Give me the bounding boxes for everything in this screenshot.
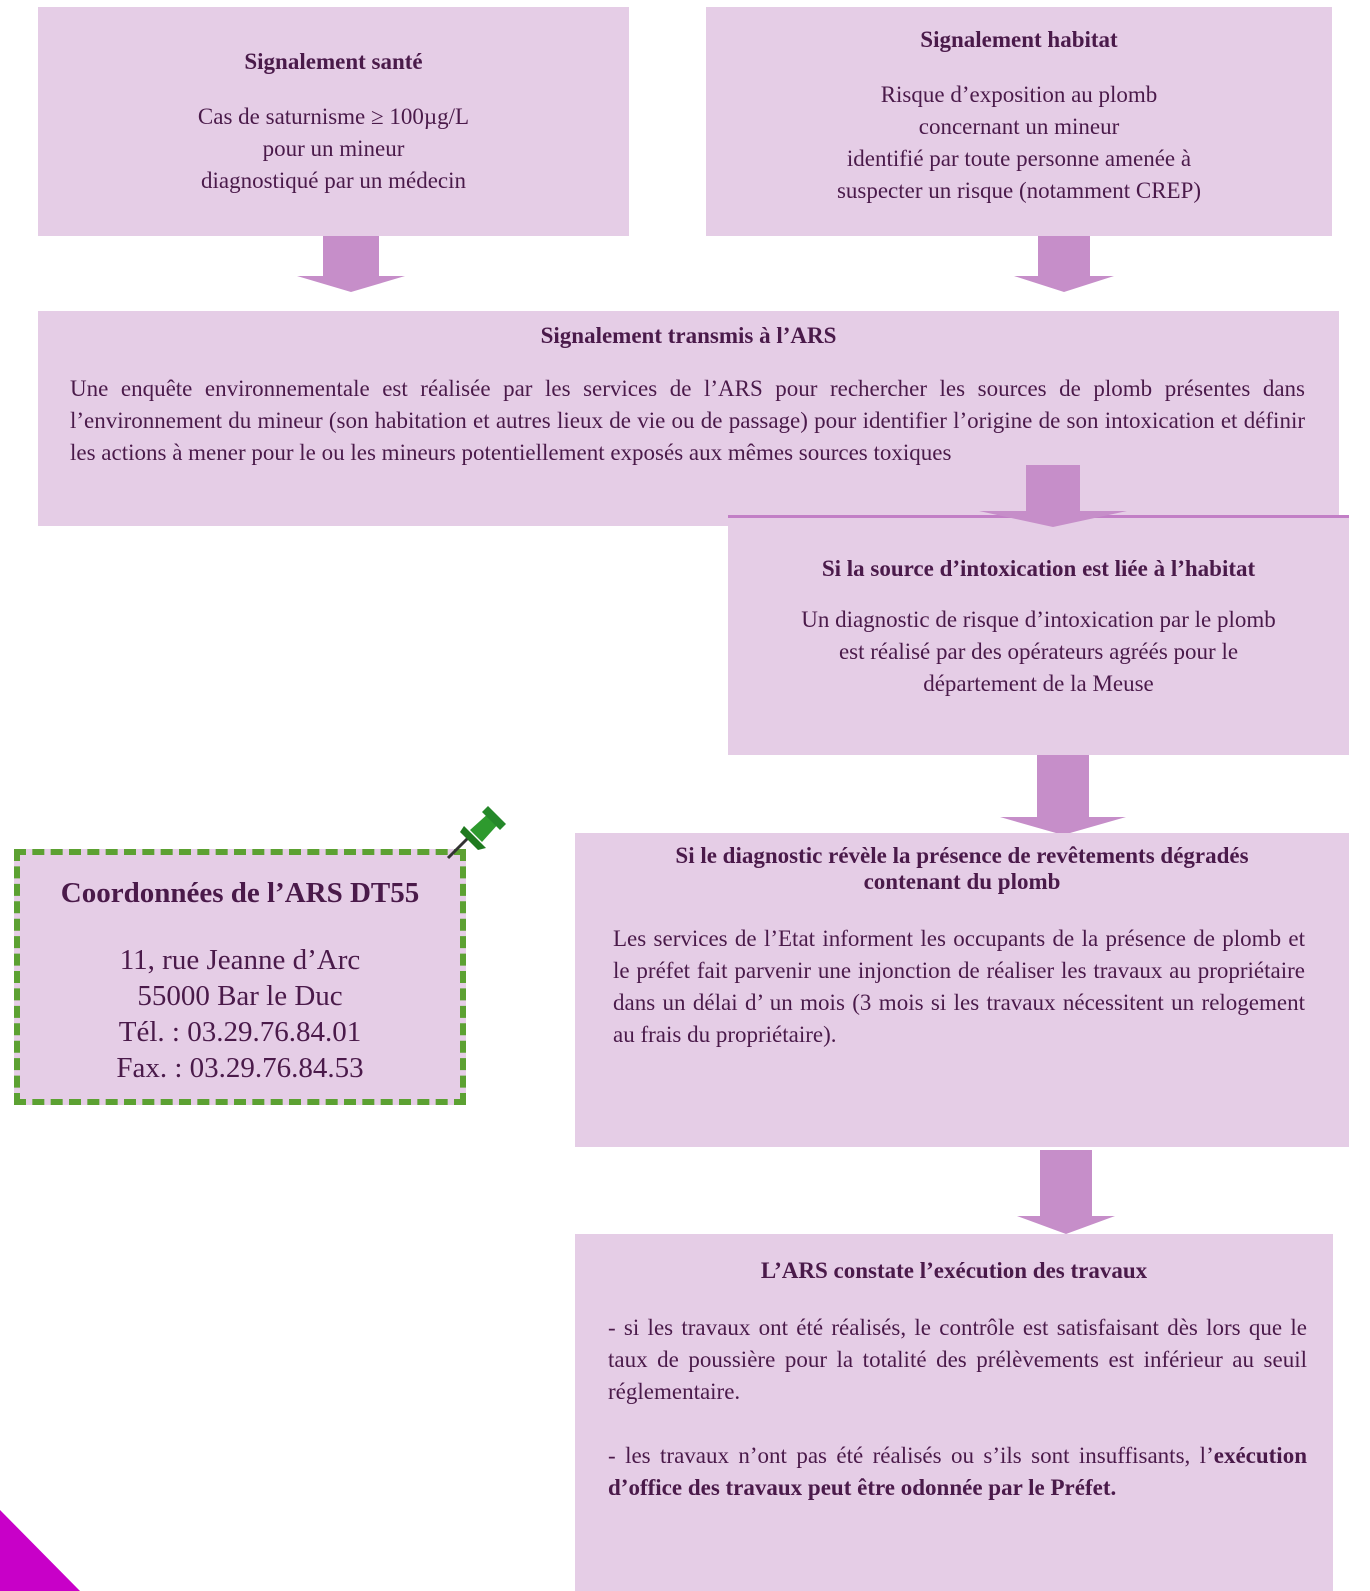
constat-paragraph-2-text: - les travaux n’ont pas été réalisés ou … (608, 1443, 1214, 1468)
signalement-habitat-text: Risque d’exposition au plomb concernant … (706, 79, 1332, 207)
contact-phone: Tél. : 03.29.76.84.01 (118, 1016, 362, 1048)
pushpin-icon (446, 806, 506, 860)
signalement-ars-title: Signalement transmis à l’ARS (540, 323, 837, 348)
text-line: Un diagnostic de risque d’intoxication p… (801, 607, 1276, 632)
constat-paragraph-1: - si les travaux ont été réalisés, le co… (608, 1315, 1307, 1404)
title-line: contenant du plomb (863, 869, 1061, 894)
down-arrow-icon (297, 236, 405, 292)
title-line: Si le diagnostic révèle la présence de r… (675, 843, 1249, 868)
text-line: identifié par toute personne amenée à (846, 146, 1192, 171)
constat-text: - si les travaux ont été réalisés, le co… (608, 1312, 1307, 1504)
constat-title: L’ARS constate l’exécution des travaux (760, 1258, 1148, 1283)
signalement-ars-box: Signalement transmis à l’ARS Une enquête… (38, 311, 1339, 526)
signalement-sante-title: Signalement santé (244, 49, 423, 74)
contact-fax: Fax. : 03.29.76.84.53 (116, 1052, 364, 1084)
constat-box: L’ARS constate l’exécution des travaux -… (575, 1234, 1333, 1591)
text-line: pour un mineur (262, 136, 405, 161)
corner-accent (0, 1510, 80, 1591)
signalement-ars-text: Une enquête environnementale est réalisé… (70, 376, 1305, 465)
source-habitat-text: Un diagnostic de risque d’intoxication p… (728, 604, 1349, 700)
source-habitat-title: Si la source d’intoxication est liée à l… (821, 556, 1256, 581)
constat-paragraph-2-bold: exécution d’office des travaux peut être… (608, 1443, 1307, 1500)
down-arrow-icon (979, 465, 1127, 527)
down-arrow-icon (1014, 236, 1114, 292)
text-line: est réalisé par des opérateurs agréés po… (838, 639, 1239, 664)
text-line: département de la Meuse (923, 671, 1154, 696)
text-line: diagnostiqué par un médecin (200, 168, 467, 193)
text-line: suspecter un risque (notamment CREP) (836, 178, 1202, 203)
signalement-sante-text: Cas de saturnisme ≥ 100µg/L pour un mine… (38, 101, 629, 197)
contact-details: 11, rue Jeanne d’Arc 55000 Bar le Duc Té… (20, 942, 460, 1086)
down-arrow-icon (1017, 1150, 1115, 1234)
constat-paragraph-2: - les travaux n’ont pas été réalisés ou … (608, 1440, 1307, 1504)
diagnostic-title: Si le diagnostic révèle la présence de r… (575, 843, 1349, 895)
contact-box: Coordonnées de l’ARS DT55 11, rue Jeanne… (14, 849, 466, 1105)
text-line: concernant un mineur (918, 114, 1120, 139)
signalement-sante-box: Signalement santé Cas de saturnisme ≥ 10… (38, 7, 629, 236)
signalement-habitat-box: Signalement habitat Risque d’exposition … (706, 7, 1332, 236)
down-arrow-icon (1000, 755, 1126, 835)
text-line: Cas de saturnisme ≥ 100µg/L (197, 104, 470, 129)
contact-city: 55000 Bar le Duc (137, 980, 343, 1012)
source-habitat-box: Si la source d’intoxication est liée à l… (728, 515, 1349, 755)
diagnostic-box: Si le diagnostic révèle la présence de r… (575, 833, 1349, 1147)
diagnostic-text: Les services de l’Etat informent les occ… (613, 926, 1305, 1047)
contact-title: Coordonnées de l’ARS DT55 (60, 877, 420, 909)
signalement-habitat-title: Signalement habitat (920, 27, 1118, 52)
text-line: Risque d’exposition au plomb (880, 82, 1158, 107)
contact-address: 11, rue Jeanne d’Arc (119, 944, 361, 976)
